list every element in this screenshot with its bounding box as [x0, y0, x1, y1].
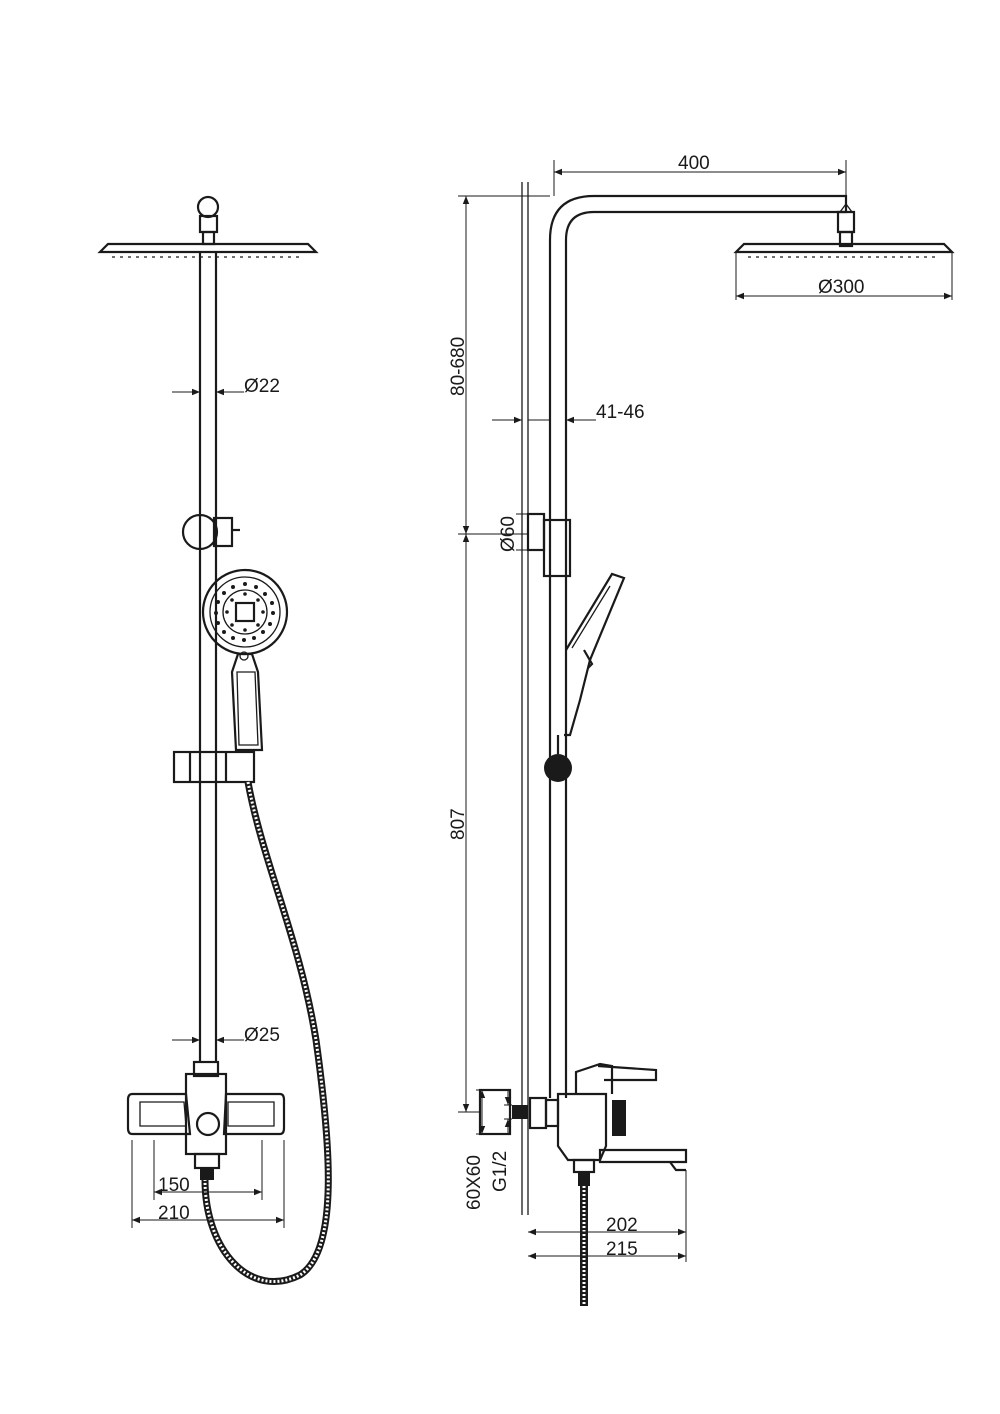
dim-label-mixer-depth: 215 — [606, 1239, 638, 1260]
side-rain-head — [733, 242, 955, 258]
side-dim-80-680: 80-680 — [448, 195, 550, 535]
front-dim-d25: Ø25 — [172, 1025, 280, 1046]
dim-label-inlet-centers: 150 — [158, 1175, 190, 1196]
front-dim-210: 210 — [131, 1140, 285, 1228]
front-hose — [201, 781, 332, 1285]
front-view — [97, 195, 332, 1285]
side-dim-g12: G1/2 — [490, 1090, 512, 1192]
front-dim-150: 150 — [153, 1140, 263, 1200]
side-bracket — [526, 512, 572, 578]
side-dim-807: 807 — [448, 534, 480, 1113]
dim-label-riser-adjust: 80-680 — [448, 337, 469, 396]
side-dim-d300: Ø300 — [735, 252, 953, 300]
dim-label-thread: G1/2 — [490, 1151, 511, 1192]
front-mixer — [126, 1060, 286, 1180]
dim-label-spout-reach: 202 — [606, 1215, 638, 1236]
side-view — [478, 182, 955, 1306]
front-dim-d22: Ø22 — [172, 376, 280, 397]
front-riser-pipe — [198, 252, 218, 1062]
dim-label-riser-height: 807 — [448, 808, 469, 840]
front-wall-bracket — [181, 513, 240, 551]
dim-label-pipe-lower: Ø25 — [244, 1025, 280, 1046]
front-rain-head — [97, 242, 319, 258]
dim-label-rain-head-diameter: Ø300 — [818, 277, 864, 298]
front-slide-holder — [172, 750, 256, 784]
side-dim-60x60: 60X60 — [464, 1089, 510, 1210]
dim-label-pipe-upper: Ø22 — [244, 376, 280, 397]
side-dim-202: 202 — [528, 1170, 687, 1262]
dim-label-bracket-diameter: Ø60 — [498, 516, 519, 552]
side-hand-shower — [544, 572, 626, 782]
dim-label-mixer-width: 210 — [158, 1203, 190, 1224]
side-dim-d60: Ø60 — [498, 513, 532, 552]
front-top-fitting — [196, 195, 220, 246]
side-dim-215: 215 — [528, 1239, 686, 1260]
dim-label-wall-gap: 41-46 — [596, 402, 645, 423]
side-wall — [521, 182, 529, 1215]
side-dim-41-46: 41-46 — [492, 402, 645, 424]
front-hand-shower — [201, 568, 289, 752]
dim-label-arm-length: 400 — [678, 153, 710, 174]
dim-label-escutcheon: 60X60 — [464, 1155, 485, 1210]
side-dim-400: 400 — [553, 153, 847, 196]
